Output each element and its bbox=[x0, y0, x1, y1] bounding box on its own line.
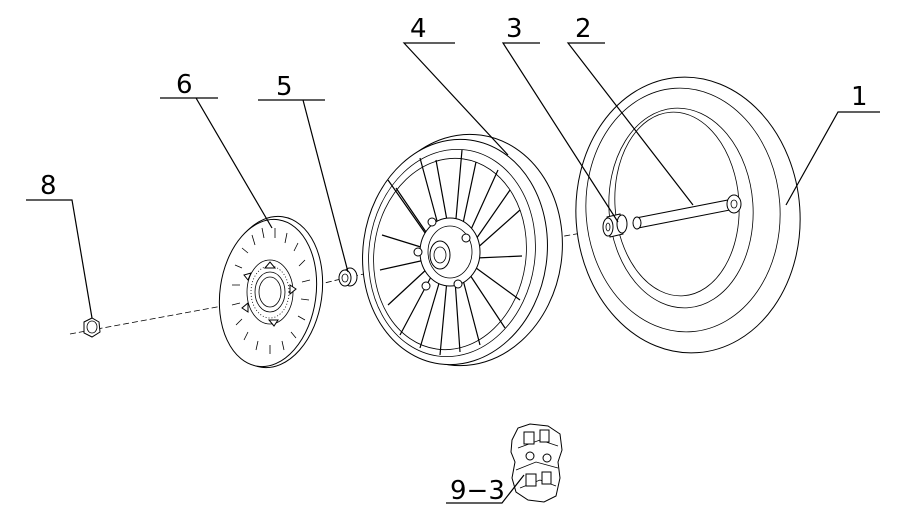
leader-1 bbox=[785, 111, 880, 206]
leader-2 bbox=[566, 42, 694, 206]
nut-part bbox=[83, 317, 101, 338]
leader-lines bbox=[26, 42, 880, 504]
leader-9-3 bbox=[446, 474, 525, 504]
callout-3: 3 bbox=[506, 14, 523, 44]
callout-5: 5 bbox=[276, 72, 293, 102]
brake-caliper-part bbox=[510, 423, 563, 503]
leader-8 bbox=[26, 199, 93, 319]
callout-9-3: 9−3 bbox=[450, 476, 505, 506]
leader-4 bbox=[402, 42, 509, 156]
axle-part bbox=[632, 194, 742, 230]
bearing-part bbox=[338, 267, 358, 287]
spacer-part bbox=[602, 213, 628, 238]
leader-5 bbox=[258, 99, 349, 273]
leader-6 bbox=[160, 97, 273, 229]
callout-1: 1 bbox=[851, 82, 868, 112]
callout-4: 4 bbox=[410, 14, 427, 44]
rim-part bbox=[362, 133, 563, 367]
callout-2: 2 bbox=[575, 14, 592, 44]
callout-6: 6 bbox=[176, 70, 193, 100]
brake-disc-part bbox=[218, 215, 324, 369]
leader-3 bbox=[501, 42, 619, 223]
callout-8: 8 bbox=[40, 171, 57, 201]
